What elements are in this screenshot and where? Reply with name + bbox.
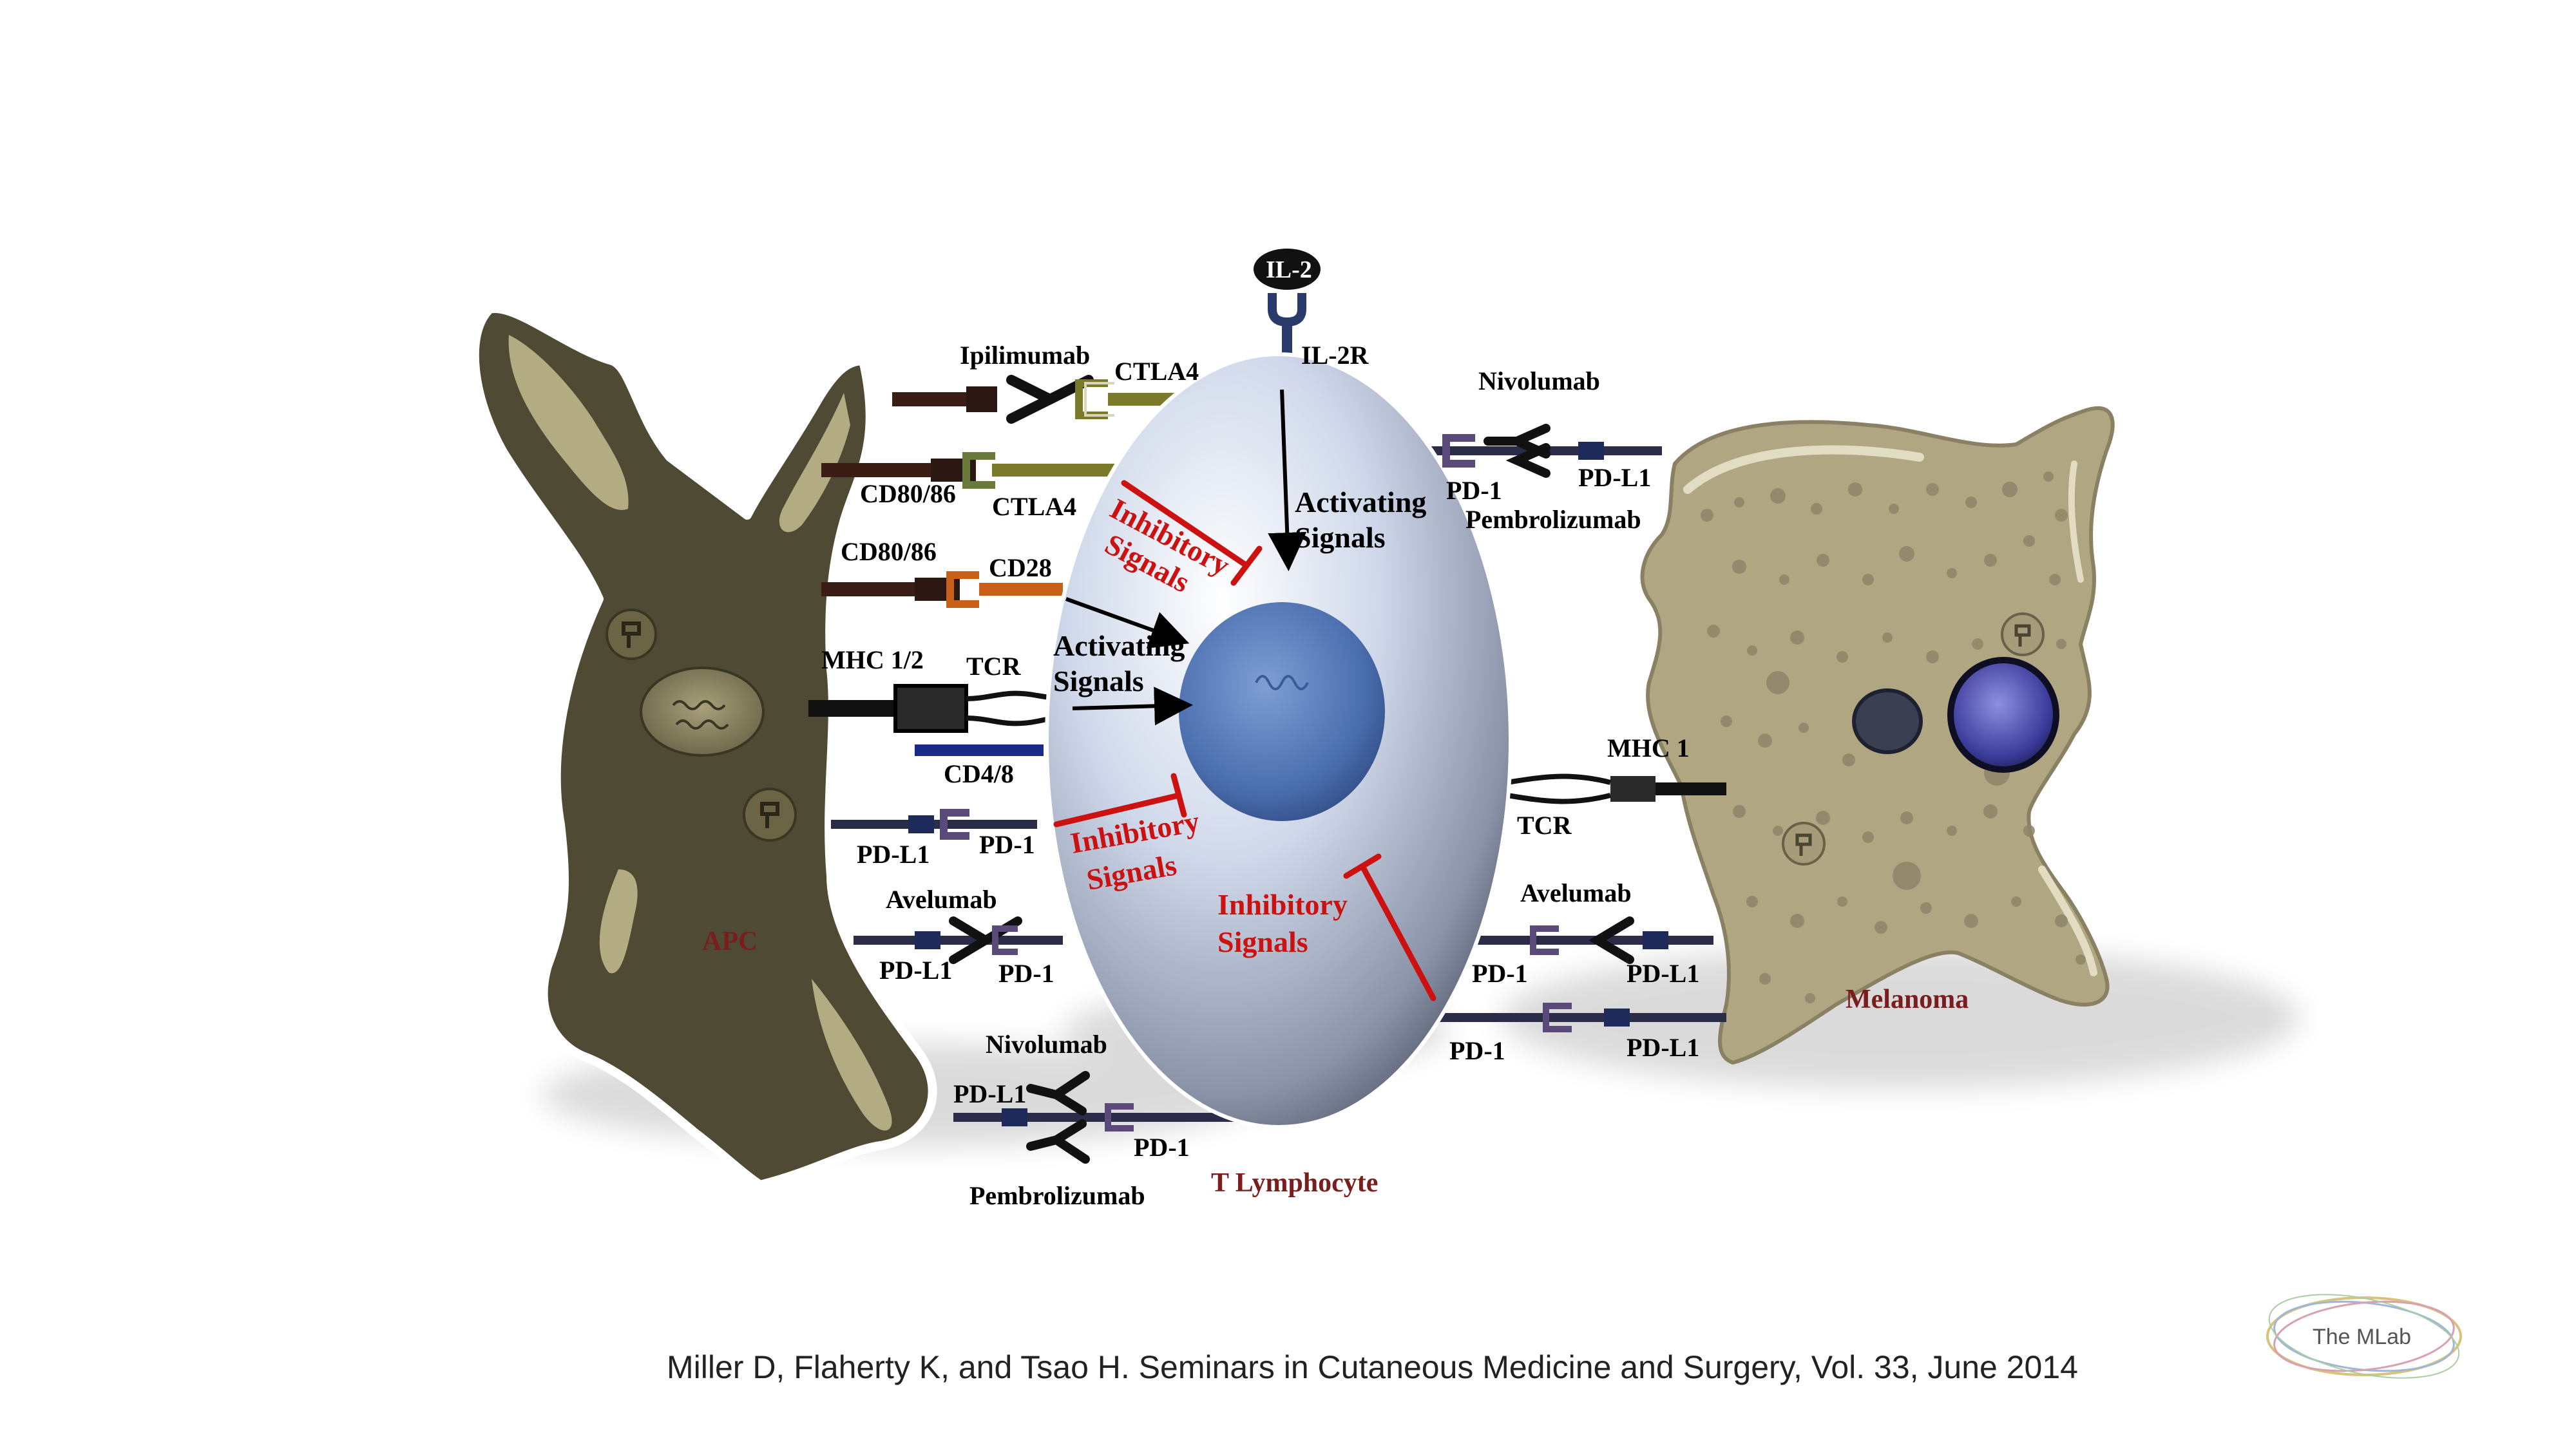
- ipilimumab-label: Ipilimumab: [960, 341, 1090, 370]
- nivolumab-antibody: [1026, 1071, 1090, 1115]
- ctla4-label-top: CTLA4: [1114, 357, 1199, 386]
- il2-ligand: [1254, 249, 1321, 290]
- signal-arrows: [1053, 389, 1436, 1001]
- pdl1-label-avel-right: PD-L1: [1627, 959, 1699, 988]
- melanoma-cell: Melanoma: [1640, 406, 2115, 1065]
- tcr-label-right: TCR: [1517, 811, 1572, 840]
- nivolumab-label-right: Nivolumab: [1478, 366, 1600, 395]
- activating-arrow-cd28: [1065, 597, 1190, 649]
- avelumab-label-left: Avelumab: [886, 885, 997, 914]
- melanoma-receptor-glyph: [2001, 612, 2045, 656]
- inhibitory-signals-low-1: Inhibitory: [1217, 888, 1348, 921]
- cd28-clamp: [946, 571, 979, 608]
- pembrolizumab-antibody: [1505, 443, 1550, 478]
- apc-cell: APC: [470, 304, 937, 1189]
- mhc1-label: MHC 1: [1607, 734, 1690, 762]
- mlab-logo: The MLab: [2266, 1294, 2462, 1379]
- molecule-labels: Ipilimumab CTLA4 CD80/86 CTLA4 CD80/86 C…: [821, 341, 1699, 1210]
- cd48-label: CD4/8: [944, 759, 1014, 788]
- inhibitory-arrow-upper: [1121, 480, 1263, 586]
- activating-arrow-top: [1268, 389, 1307, 571]
- t-lymphocyte-label: T Lymphocyte: [1211, 1168, 1378, 1198]
- inhibitory-signals-low-2: Signals: [1217, 925, 1308, 958]
- inhibitory-arrow-mid: [1053, 773, 1187, 828]
- activating-signals-left-2: Signals: [1053, 665, 1144, 697]
- pdl1-label-right-bottom: PD-L1: [1627, 1033, 1699, 1062]
- melanoma-nucleus: [1947, 657, 2059, 773]
- avelumab-antibody: [1589, 916, 1634, 964]
- il2-receptor-fork: [1268, 293, 1306, 327]
- cd28-label: CD28: [989, 553, 1052, 582]
- activating-signals-top-1: Activating: [1295, 486, 1426, 518]
- pembrolizumab-antibody: [1026, 1119, 1090, 1164]
- inhibitory-arrow-low: [1343, 853, 1436, 1001]
- melanoma-receptor-glyph: [1782, 822, 1826, 866]
- apc-label: APC: [702, 927, 758, 956]
- melanoma-label: Melanoma: [1846, 985, 1969, 1014]
- t-cell-nucleus: [1179, 602, 1385, 821]
- pdl1-label-bottom: PD-L1: [953, 1079, 1026, 1108]
- melanoma-nucleus-dark: [1852, 688, 1923, 754]
- pdl1-label-avel-left: PD-L1: [879, 956, 952, 985]
- t-lymphocyte-cell: T Lymphocyte: [1045, 352, 1512, 1198]
- nivolumab-label-bottom: Nivolumab: [986, 1030, 1107, 1059]
- pd1-label-avel-right: PD-1: [1472, 959, 1528, 988]
- pembrolizumab-label-right: Pembrolizumab: [1465, 505, 1641, 534]
- il2r-label: IL-2R: [1301, 341, 1369, 370]
- pd1-clamp: [1543, 1003, 1572, 1032]
- activating-arrow-tcr: [1072, 687, 1193, 726]
- pd1-label-left: PD-1: [979, 830, 1035, 859]
- pdl1-label-right-top: PD-L1: [1578, 463, 1651, 492]
- activating-signals-top-2: Signals: [1295, 521, 1386, 554]
- il2-label: IL-2: [1266, 256, 1312, 283]
- ctla4-label-b: CTLA4: [992, 492, 1076, 521]
- avelumab-label-right: Avelumab: [1520, 878, 1632, 907]
- melanoma-vesicles: [1701, 471, 2086, 1003]
- ctla4-clamp: [962, 452, 995, 489]
- pd1-clamp: [940, 809, 969, 840]
- activating-signals-left-1: Activating: [1053, 629, 1185, 662]
- receptor-glyphs: IL-2: [940, 249, 1634, 1164]
- pembrolizumab-label-bottom: Pembrolizumab: [969, 1181, 1145, 1210]
- cd80-86-label-a: CD80/86: [860, 479, 956, 508]
- mhc12-label: MHC 1/2: [821, 645, 924, 674]
- citation: Miller D, Flaherty K, and Tsao H. Semina…: [667, 1349, 2078, 1385]
- cd80-86-label-b: CD80/86: [841, 537, 937, 566]
- pd1-label-avel-left: PD-1: [998, 959, 1054, 988]
- apc-receptor-glyph: [606, 609, 657, 660]
- apc-receptor-glyph: [743, 788, 797, 842]
- pd1-label-bottom: PD-1: [1134, 1133, 1190, 1162]
- apc-nucleus: [640, 667, 765, 757]
- pd1-label-right-bottom: PD-1: [1449, 1036, 1505, 1065]
- pdl1-label-left: PD-L1: [857, 840, 930, 869]
- tcr-label-left: TCR: [966, 652, 1022, 681]
- mlab-logo-text: The MLab: [2313, 1325, 2411, 1349]
- pd1-label-right-top: PD-1: [1446, 476, 1502, 505]
